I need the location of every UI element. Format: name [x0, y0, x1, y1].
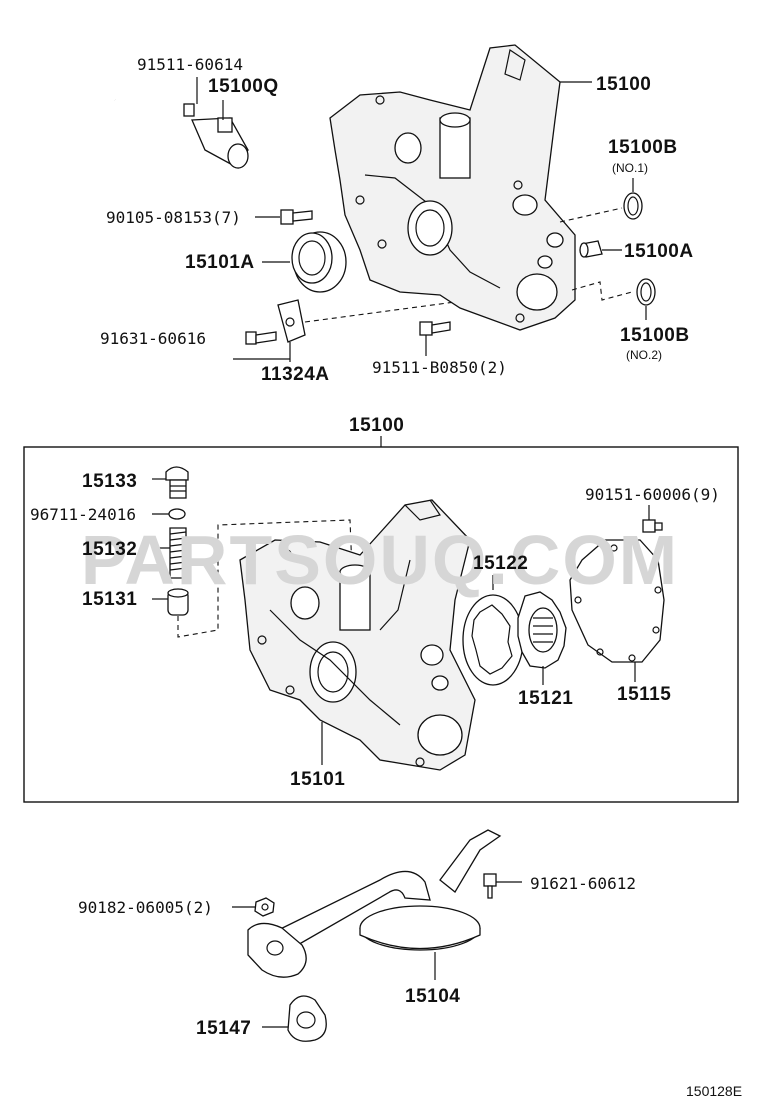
- bolt-91621-illustration: [483, 873, 522, 899]
- label-15100B-no1: 15100B: [608, 137, 678, 158]
- pump-cover-15115-illustration: [569, 539, 665, 682]
- oil-pump-body-top-illustration: [329, 44, 633, 331]
- gasket-15147-illustration: [262, 995, 327, 1042]
- drive-rotor-15121-illustration: [517, 591, 567, 685]
- bolt-91511-B0850-illustration: [419, 321, 451, 356]
- label-91511-B0850: 91511-B0850(2): [372, 358, 507, 377]
- label-90105-08153: 90105-08153(7): [106, 208, 241, 227]
- label-15132: 15132: [82, 539, 137, 560]
- bolt-91631-illustration: [245, 331, 277, 345]
- label-15104: 15104: [405, 986, 460, 1007]
- label-15101A: 15101A: [185, 252, 255, 273]
- o-ring-15100B-no1-illustration: [623, 178, 643, 220]
- driven-rotor-15122-illustration: [462, 575, 524, 686]
- diagram-code: 150128E: [686, 1083, 742, 1099]
- label-15122: 15122: [473, 553, 528, 574]
- o-ring-15100B-no2-illustration: [636, 278, 656, 320]
- label-11324A: 11324A: [261, 364, 330, 385]
- bracket-11324A-illustration: [277, 299, 471, 362]
- label-no1: (NO.1): [612, 161, 648, 175]
- label-91621-60612: 91621-60612: [530, 874, 636, 893]
- oil-pump-body-15101-illustration: [239, 499, 476, 771]
- part-labels: 91511-60614 15100Q 15100 15100B (NO.1) 9…: [30, 55, 742, 1099]
- label-15100Q: 15100Q: [208, 76, 279, 97]
- watermark: PARTSOUQ.COM: [81, 521, 679, 599]
- screw-90151-illustration: [642, 505, 663, 533]
- oil-strainer-15104-illustration: [247, 829, 502, 980]
- label-15101: 15101: [290, 769, 345, 790]
- nut-90182-illustration: [232, 897, 275, 917]
- label-no2: (NO.2): [626, 348, 662, 362]
- label-15115: 15115: [617, 684, 671, 705]
- label-15100A: 15100A: [624, 241, 694, 262]
- bolt-90105-illustration: [255, 209, 313, 225]
- label-15100-assembly: 15100: [349, 415, 404, 436]
- relief-valve-parts-illustration: [165, 466, 353, 638]
- label-91631-60616: 91631-60616: [100, 329, 206, 348]
- plug-15100A-illustration: [579, 240, 622, 258]
- sensor-15100Q-illustration: [114, 77, 249, 169]
- leader-lines: [152, 358, 290, 600]
- label-91511-60614: 91511-60614: [137, 55, 243, 74]
- label-15131: 15131: [82, 589, 137, 610]
- label-15100-top: 15100: [596, 74, 651, 95]
- label-90182-06005: 90182-06005(2): [78, 898, 213, 917]
- label-15133: 15133: [82, 471, 137, 492]
- label-90151-60006: 90151-60006(9): [585, 485, 720, 504]
- label-15100B-no2: 15100B: [620, 325, 690, 346]
- label-15121: 15121: [518, 688, 573, 709]
- label-96711-24016: 96711-24016: [30, 505, 136, 524]
- label-15147: 15147: [196, 1018, 251, 1039]
- oil-seal-15101A-illustration: [262, 231, 347, 293]
